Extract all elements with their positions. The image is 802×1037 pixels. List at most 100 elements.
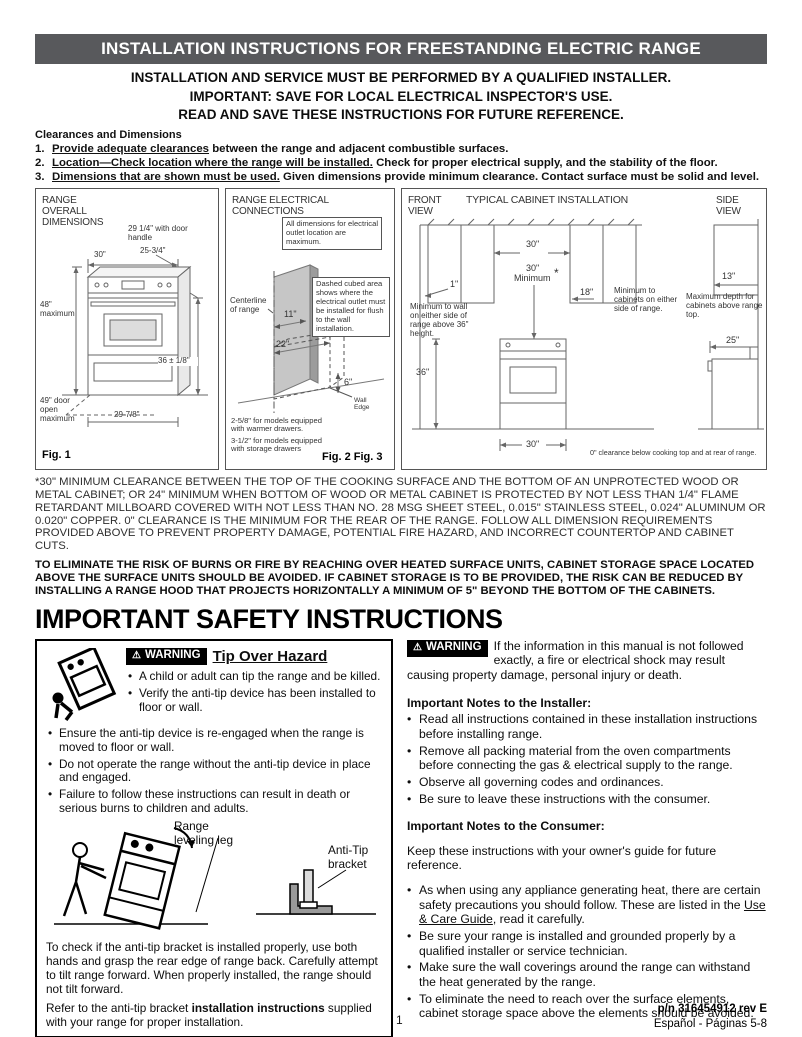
document-title-bar: INSTALLATION INSTRUCTIONS FOR FREESTANDI… bbox=[35, 34, 767, 64]
consumer-note: Be sure your range is installed and grou… bbox=[407, 929, 767, 958]
tip-bullet: Ensure the anti-tip device is re-engaged… bbox=[46, 726, 382, 755]
fig3-minimum-label: Minimum bbox=[514, 272, 551, 283]
right-column: ⚠WARNING If the information in this manu… bbox=[407, 639, 767, 1021]
anti-tip-check-paragraph: To check if the anti-tip bracket is inst… bbox=[46, 940, 378, 996]
item-rest: between the range and adjacent combustib… bbox=[209, 142, 509, 155]
fig3-dim-top-30: 30" bbox=[526, 238, 540, 249]
document-title: INSTALLATION INSTRUCTIONS FOR FREESTANDI… bbox=[101, 39, 701, 58]
item-text: Dimensions that are shown must be used. … bbox=[52, 171, 759, 183]
consumer-notes-list: As when using any appliance generating h… bbox=[407, 883, 767, 1021]
anti-tip-bracket-label: Anti-Tip bracket bbox=[328, 843, 369, 872]
item-number: 3. bbox=[35, 170, 45, 183]
item-number: 2. bbox=[35, 156, 45, 169]
tip-bullet: Verify the anti-tip device has been inst… bbox=[126, 686, 382, 715]
tip-bullet: A child or adult can tip the range and b… bbox=[126, 670, 382, 685]
fig3-dim-36: 36" bbox=[416, 366, 430, 377]
fig1-dim-cooktop-height: 36 ± 1/8" bbox=[158, 356, 198, 366]
fig3-title: TYPICAL CABINET INSTALLATION bbox=[466, 193, 629, 206]
page-number: 1 bbox=[396, 1013, 403, 1027]
note-underline: Use & Care Guide bbox=[419, 897, 766, 927]
footer-right: p/n 316454912 rev E Español - Páginas 5-… bbox=[654, 1002, 767, 1031]
fig1-dim-width: 30" bbox=[94, 249, 106, 259]
fig1-dim-door-handle: 29 1/4" with door handle bbox=[128, 223, 188, 242]
note-pre: To eliminate the need to reach over the … bbox=[419, 991, 754, 1021]
refer-post: supplied with your range for proper inst… bbox=[46, 1000, 372, 1029]
intro-notices: INSTALLATION AND SERVICE MUST BE PERFORM… bbox=[35, 69, 767, 125]
installer-note: Read all instructions contained in these… bbox=[407, 712, 767, 741]
fig2-dim-6: 6" bbox=[344, 376, 353, 387]
fig1-caption: Fig. 1 bbox=[42, 448, 71, 461]
refer-pre: Refer to the anti-tip bracket bbox=[46, 1000, 192, 1015]
figure-1-range-overall-dimensions: RANGE OVERALL DIMENSIONS 29 1/4" with do… bbox=[35, 187, 219, 470]
fig1-title: RANGE OVERALL DIMENSIONS bbox=[42, 194, 104, 229]
fig3-front-view-label: FRONT VIEW bbox=[408, 194, 442, 218]
warning-badge: ⚠WARNING bbox=[126, 648, 207, 665]
fig2-title: RANGE ELECTRICAL CONNECTIONS bbox=[232, 194, 329, 218]
safety-columns: ⚠WARNING Tip Over Hazard A child or adul… bbox=[35, 638, 767, 1037]
item-lead: Location—Check location where the range … bbox=[52, 156, 373, 169]
installer-note: Remove all packing material from the ove… bbox=[407, 744, 767, 773]
anti-tip-refer-paragraph: Refer to the anti-tip bracket installati… bbox=[46, 1000, 382, 1030]
consumer-notes-heading: Important Notes to the Consumer: bbox=[407, 819, 605, 834]
fig3-dim-min-30: 30" bbox=[526, 262, 540, 273]
tip-over-title-row: ⚠WARNING Tip Over Hazard bbox=[126, 648, 382, 666]
figures-row: RANGE OVERALL DIMENSIONS 29 1/4" with do… bbox=[35, 187, 767, 470]
tip-bullet: Failure to follow these instructions can… bbox=[46, 787, 382, 816]
item-rest: Check for proper electrical supply, and … bbox=[372, 156, 718, 169]
tip-over-hazard-title: Tip Over Hazard bbox=[212, 647, 328, 665]
consumer-note: As when using any appliance generating h… bbox=[407, 883, 767, 927]
safety-instructions-heading: IMPORTANT SAFETY INSTRUCTIONS bbox=[35, 603, 503, 634]
cabinet-installation-diagram bbox=[412, 218, 764, 451]
tip-over-bullets-main: Ensure the anti-tip device is re-engaged… bbox=[46, 726, 382, 816]
warning-badge: ⚠WARNING bbox=[407, 639, 488, 657]
fig3-dim-1: 1" bbox=[450, 278, 459, 289]
clearance-item-2: 2. Location—Check location where the ran… bbox=[35, 157, 767, 169]
clearances-section: Clearances and Dimensions 1. Provide ade… bbox=[35, 129, 767, 183]
tip-over-bullets-top: A child or adult can tip the range and b… bbox=[126, 670, 382, 715]
fig2-note-dashed-area: Dashed cubed area shows where the electr… bbox=[312, 276, 390, 337]
fig2-wall-edge-label: Wall Edge bbox=[354, 396, 370, 412]
range-leveling-leg-label: Range leveling leg bbox=[174, 819, 234, 848]
warning-badge-label: WARNING bbox=[144, 649, 201, 662]
fig1-dim-depth: 25-3/4" bbox=[140, 245, 166, 255]
installer-note: Observe all governing codes and ordinanc… bbox=[407, 775, 767, 790]
fig3-dim-bottom-30: 30" bbox=[526, 438, 540, 449]
consumer-note: Make sure the wall coverings around the … bbox=[407, 960, 767, 989]
fig3-note-cabinets: Minimum to cabinets on either side of ra… bbox=[614, 285, 678, 313]
fig2-centerline-label: Centerline of range bbox=[230, 295, 267, 314]
fig3-note-depth: Maximum depth for cabinets above range t… bbox=[686, 291, 763, 319]
warning-badge-label: WARNING bbox=[425, 640, 482, 653]
notice-qualified-installer: INSTALLATION AND SERVICE MUST BE PERFORM… bbox=[130, 70, 672, 85]
fig1-dim-height: 48" maximum bbox=[40, 299, 75, 318]
notice-inspector-use: IMPORTANT: SAVE FOR LOCAL ELECTRICAL INS… bbox=[189, 88, 613, 104]
figure-2-range-electrical-connections: RANGE ELECTRICAL CONNECTIONS All dimensi… bbox=[225, 187, 395, 470]
tip-over-hazard-box: ⚠WARNING Tip Over Hazard A child or adul… bbox=[35, 638, 393, 1037]
anti-tip-illustration-drawing bbox=[54, 827, 376, 931]
general-warning-paragraph: ⚠WARNING If the information in this manu… bbox=[407, 639, 767, 683]
spanish-pages-note: Español - Páginas 5-8 bbox=[653, 1017, 767, 1030]
fig1-dim-body-width: 29-7/8" bbox=[114, 409, 140, 419]
tip-over-hazard-icon bbox=[52, 647, 117, 721]
fig3-note-zero-clearance: 0" clearance below cooking top and at re… bbox=[590, 447, 757, 457]
installer-note: Be sure to leave these instructions with… bbox=[407, 792, 767, 807]
fig1-dim-door-open: 49" door open maximum bbox=[40, 395, 75, 423]
part-number: p/n 316454912 rev E bbox=[657, 1003, 767, 1016]
note-pre: Be sure your range is installed and grou… bbox=[419, 929, 736, 958]
fig2-note-warmer-drawers: 2-5/8" for models equipped with warmer d… bbox=[231, 415, 322, 434]
installer-notes-list: Read all instructions contained in these… bbox=[407, 712, 767, 806]
item-lead: Dimensions that are shown must be used. bbox=[52, 170, 280, 183]
clearance-item-1: 1. Provide adequate clearances between t… bbox=[35, 143, 767, 155]
item-rest: Given dimensions provide minimum clearan… bbox=[279, 170, 760, 183]
clearance-item-3: 3. Dimensions that are shown must be use… bbox=[35, 171, 767, 183]
item-text: Provide adequate clearances between the … bbox=[52, 143, 508, 155]
range-dimensions-diagram bbox=[62, 254, 208, 427]
burn-warning-paragraph: TO ELIMINATE THE RISK OF BURNS OR FIRE B… bbox=[35, 559, 755, 597]
note-post: , read it carefully. bbox=[492, 912, 585, 927]
consumer-notes-intro: Keep these instructions with your owner'… bbox=[407, 843, 717, 873]
fig2-dim-22: 22" bbox=[276, 338, 290, 349]
clearances-heading: Clearances and Dimensions bbox=[35, 128, 182, 141]
fig3-dim-25: 25" bbox=[726, 334, 740, 345]
warning-triangle-icon: ⚠ bbox=[132, 650, 141, 662]
tip-bullet: Do not operate the range without the ant… bbox=[46, 757, 382, 786]
item-number: 1. bbox=[35, 142, 45, 155]
